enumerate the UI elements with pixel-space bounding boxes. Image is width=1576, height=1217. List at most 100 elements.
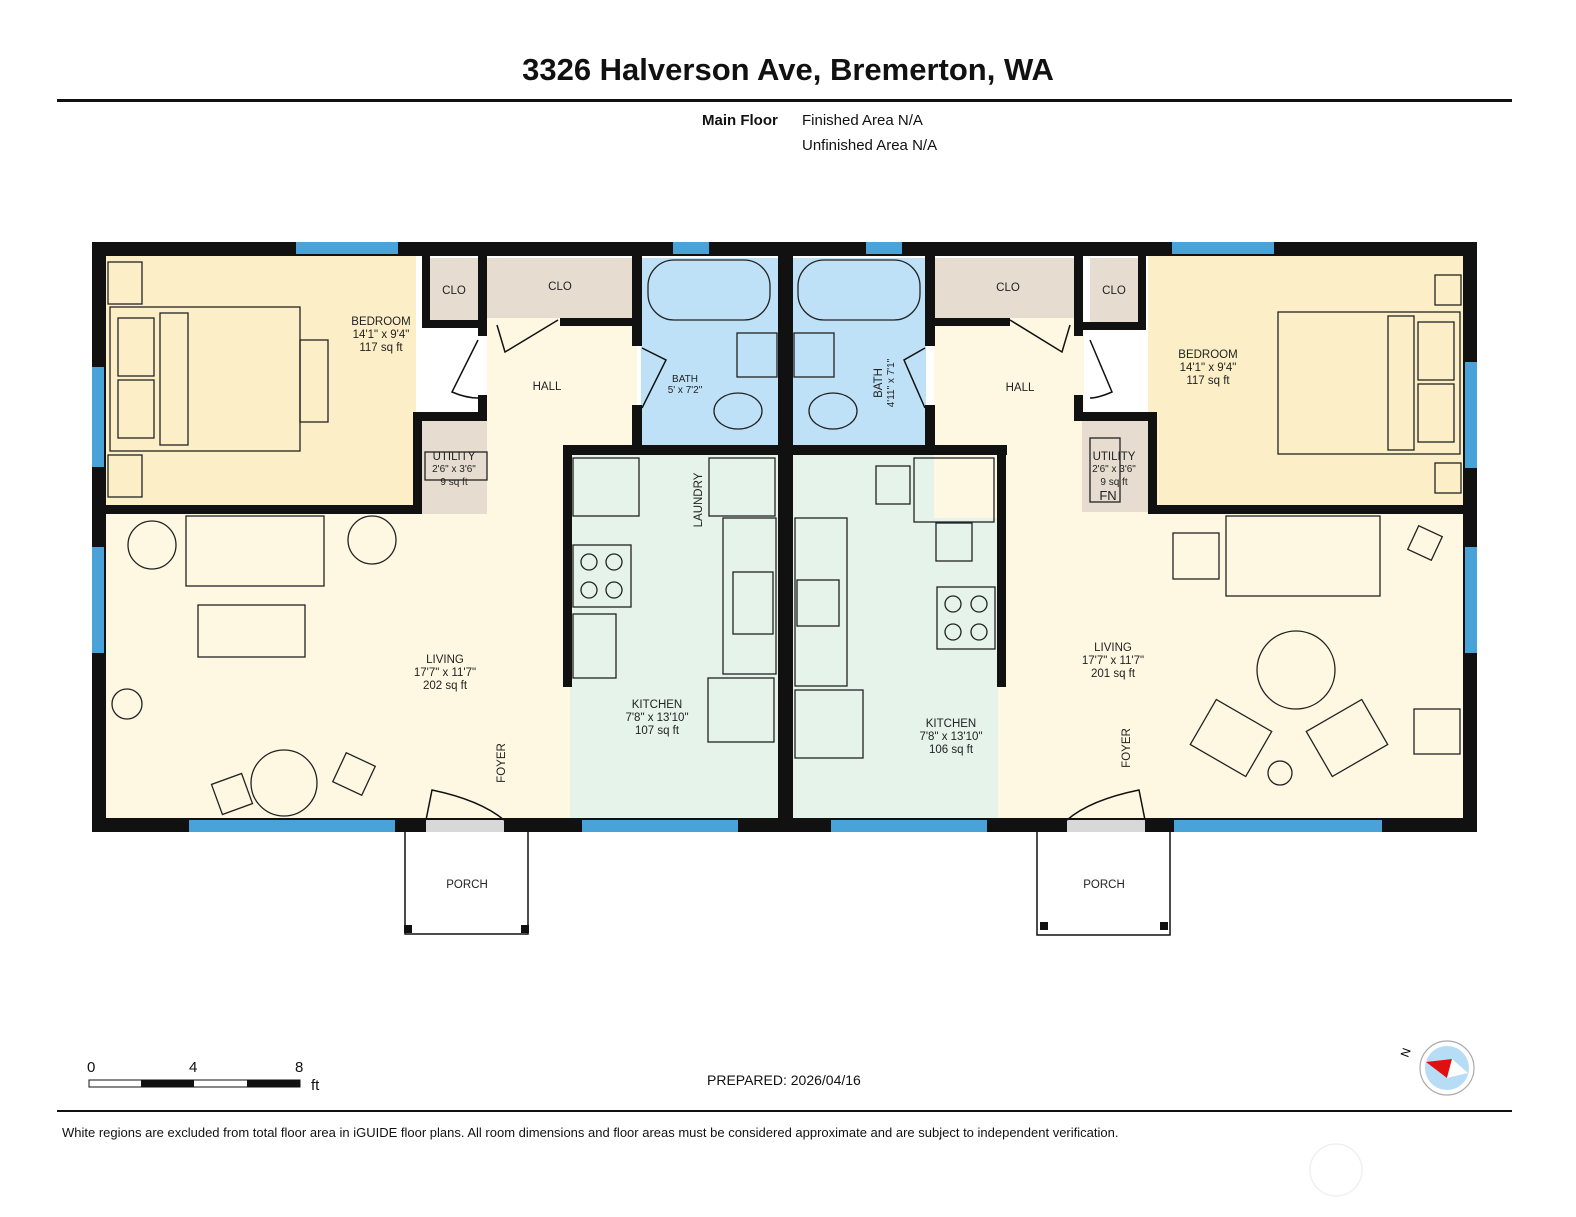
living-right: [998, 512, 1464, 820]
scale-unit: ft: [311, 1077, 320, 1094]
room-name: FOYER: [1121, 728, 1133, 768]
window: [92, 367, 104, 467]
room-name: CLO: [442, 285, 466, 297]
room-fills: [106, 256, 1464, 820]
room-name: BEDROOM: [351, 316, 410, 328]
window: [582, 820, 738, 832]
room-dims: 7'8" x 13'10": [625, 712, 688, 724]
porch-right: [1036, 832, 1171, 936]
window: [1465, 547, 1477, 653]
bathtub-right: [797, 259, 921, 321]
room-area: 201 sq ft: [1091, 668, 1136, 680]
room-dims: 17'7" x 11'7": [414, 667, 476, 679]
window: [92, 547, 104, 653]
room-area: 117 sq ft: [1186, 375, 1230, 387]
scale-tick: 0: [87, 1059, 95, 1076]
footer-divider: [57, 1110, 1512, 1112]
utility-right: [1082, 415, 1148, 515]
closet-right-1: [934, 258, 1082, 318]
closet-left-1: [430, 258, 478, 320]
window: [189, 820, 395, 832]
title-divider: [57, 99, 1512, 102]
room-dims: 7'8" x 13'10": [919, 731, 982, 743]
scale-tick: 8: [295, 1059, 303, 1076]
room-name: PORCH: [1083, 879, 1125, 891]
room-name: LIVING: [426, 654, 464, 666]
porch-left: [404, 832, 529, 935]
stove-right: [936, 586, 996, 650]
bedroom-right: [1148, 256, 1464, 506]
room-name: HALL: [1006, 382, 1035, 394]
closet-right-2: [1090, 258, 1138, 322]
room-area: 202 sq ft: [423, 680, 468, 692]
room-name: CLO: [1102, 285, 1126, 297]
fixtures: [107, 259, 1462, 817]
window: [673, 242, 709, 254]
window: [866, 242, 902, 254]
closet-left-2: [487, 258, 633, 318]
room-area: 117 sq ft: [359, 342, 403, 354]
bathtub-left: [647, 259, 771, 321]
room-dims: 14'1" x 9'4": [1180, 362, 1237, 374]
scale-tick: 4: [189, 1059, 197, 1076]
room-area: 9 sq ft: [1100, 477, 1127, 488]
window: [1174, 820, 1382, 832]
window: [296, 242, 398, 254]
room-name: LAUNDRY: [693, 472, 705, 527]
room-name: KITCHEN: [926, 718, 976, 730]
entry-door-right: [1067, 820, 1145, 832]
room-name: UTILITY: [433, 451, 476, 463]
bedroom-left: [106, 256, 416, 506]
table-left: [197, 604, 306, 658]
bed-right: [1277, 311, 1461, 455]
windows: [92, 242, 1477, 832]
window: [1465, 362, 1477, 468]
room-dims: 17'7" x 11'7": [1082, 655, 1144, 667]
room-name: KITCHEN: [632, 699, 682, 711]
room-area: 107 sq ft: [635, 725, 680, 737]
room-labels: BEDROOM 14'1" x 9'4" 117 sq ft CLO CLO H…: [351, 281, 1237, 891]
kitchen-left: [570, 455, 778, 820]
finished-area: Finished Area N/A: [802, 112, 923, 129]
room-name: CLO: [996, 282, 1020, 294]
furnace-tag: FN: [1099, 488, 1116, 503]
unfinished-area: Unfinished Area N/A: [802, 137, 938, 154]
room-name: BATH: [873, 368, 885, 398]
floor-label: Main Floor: [702, 112, 778, 129]
room-area: 106 sq ft: [929, 744, 974, 756]
bath-left: [641, 258, 779, 446]
room-dims: 4'11" x 7'1": [886, 358, 897, 407]
window: [1172, 242, 1274, 254]
porches: [404, 832, 1171, 936]
room-name: BEDROOM: [1178, 349, 1237, 361]
room-name: FOYER: [496, 743, 508, 783]
stove-left: [572, 544, 632, 608]
room-dims: 2'6" x 3'6": [432, 464, 476, 475]
room-dims: 2'6" x 3'6": [1092, 464, 1136, 475]
bath-right: [793, 258, 926, 446]
sofa-left: [185, 515, 325, 587]
entry-door-left: [426, 820, 504, 832]
page-title: 3326 Halverson Ave, Bremerton, WA: [522, 52, 1054, 87]
utility-left: [422, 420, 487, 514]
hall-right: [934, 318, 1084, 518]
room-name: PORCH: [446, 879, 488, 891]
sink-left: [732, 571, 774, 635]
room-name: HALL: [533, 381, 562, 393]
room-name: BATH: [672, 374, 698, 385]
doors: [425, 319, 1146, 821]
room-dims: 5' x 7'2": [668, 385, 703, 396]
disclaimer: White regions are excluded from total fl…: [62, 1125, 1119, 1140]
window: [831, 820, 987, 832]
prepared-date: PREPARED: 2026/04/16: [707, 1072, 861, 1088]
sofa-right: [1225, 515, 1381, 597]
watermark-circle: [1309, 1143, 1363, 1197]
sink-right: [796, 579, 840, 627]
compass-icon: N: [1398, 1040, 1475, 1096]
room-name: LIVING: [1094, 642, 1132, 654]
room-name: CLO: [548, 281, 572, 293]
room-dims: 14'1" x 9'4": [353, 329, 410, 341]
room-name: UTILITY: [1093, 451, 1136, 463]
north-label: N: [1398, 1046, 1414, 1059]
